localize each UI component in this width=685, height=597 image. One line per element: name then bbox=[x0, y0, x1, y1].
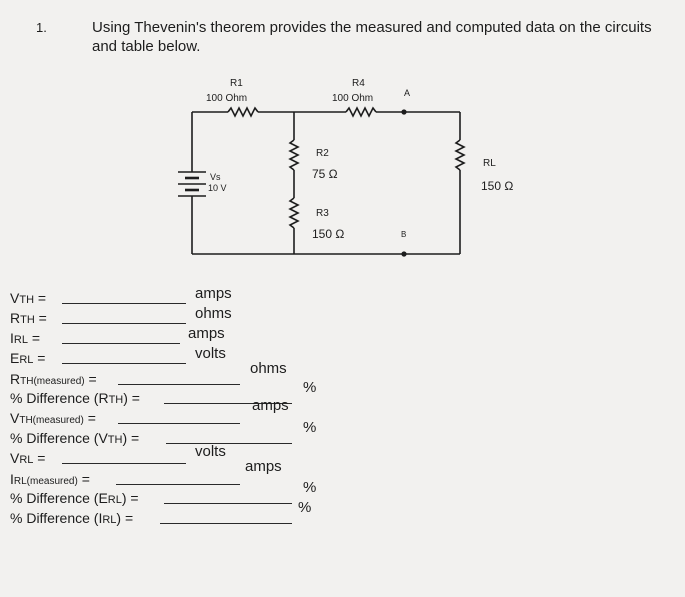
answer-blank[interactable] bbox=[118, 384, 240, 385]
vs-value: 10 V bbox=[208, 183, 227, 193]
question-text: Using Thevenin's theorem provides the me… bbox=[92, 19, 652, 55]
field-label: VTH(measured) = bbox=[10, 410, 96, 426]
node-a-label: A bbox=[404, 88, 410, 98]
circuit-diagram: R1 100 Ohm R4 100 Ohm A R2 75 Ω R3 150 Ω… bbox=[178, 78, 513, 257]
answer-blank[interactable] bbox=[118, 423, 240, 424]
r3-label: R3 bbox=[316, 208, 329, 219]
r2-value: 75 Ω bbox=[312, 167, 338, 181]
field-label: RTH(measured) = bbox=[10, 371, 97, 387]
field-label: VRL = bbox=[10, 450, 46, 466]
r4-symbol bbox=[345, 106, 377, 118]
field-unit: volts bbox=[195, 443, 226, 460]
r3-symbol bbox=[288, 197, 300, 229]
r1-label: R1 bbox=[230, 78, 243, 89]
vs-label: Vs bbox=[210, 172, 221, 182]
answer-blank[interactable] bbox=[164, 403, 292, 404]
field-label: ERL = bbox=[10, 350, 46, 366]
r2-label: R2 bbox=[316, 148, 329, 159]
field-unit: amps bbox=[245, 458, 282, 475]
field-unit: ohms bbox=[195, 305, 232, 322]
answer-blank[interactable] bbox=[62, 343, 180, 344]
field-label: RTH = bbox=[10, 310, 47, 326]
r2-symbol bbox=[288, 139, 300, 171]
field-unit: % bbox=[303, 479, 317, 496]
field-label: % Difference (ERL) = bbox=[10, 490, 139, 506]
rl-symbol bbox=[454, 139, 466, 171]
rl-value: 150 Ω bbox=[481, 179, 513, 193]
answer-blank[interactable] bbox=[160, 523, 292, 524]
node-b-dot bbox=[401, 251, 407, 257]
answer-blank[interactable] bbox=[62, 303, 186, 304]
node-a-dot bbox=[401, 109, 407, 115]
answer-blank[interactable] bbox=[62, 463, 186, 464]
field-unit: volts bbox=[195, 345, 226, 362]
field-label: % Difference (VTH) = bbox=[10, 430, 140, 446]
field-unit: % bbox=[303, 379, 317, 396]
answer-blank[interactable] bbox=[164, 503, 292, 504]
field-unit: % bbox=[298, 499, 312, 516]
field-label: % Difference (RTH) = bbox=[10, 390, 140, 406]
answer-blank[interactable] bbox=[62, 323, 186, 324]
battery-symbol bbox=[178, 171, 206, 197]
field-label: IRL = bbox=[10, 330, 41, 346]
node-b-label: B bbox=[401, 230, 406, 239]
field-label: % Difference (IRL) = bbox=[10, 510, 134, 526]
field-unit: amps bbox=[252, 397, 289, 414]
field-unit: amps bbox=[195, 285, 232, 302]
answer-blank[interactable] bbox=[116, 484, 240, 485]
answer-blank[interactable] bbox=[62, 363, 186, 364]
r1-value: 100 Ohm bbox=[206, 93, 247, 104]
field-label: IRL(measured) = bbox=[10, 471, 90, 487]
field-unit: amps bbox=[188, 325, 225, 342]
field-unit: ohms bbox=[250, 360, 287, 377]
question-number: 1. bbox=[36, 20, 47, 35]
r3-value: 150 Ω bbox=[312, 227, 344, 241]
answer-blank[interactable] bbox=[166, 443, 292, 444]
field-label: VTH = bbox=[10, 290, 47, 306]
r1-symbol bbox=[227, 106, 259, 118]
r4-label: R4 bbox=[352, 78, 365, 89]
field-unit: % bbox=[303, 419, 317, 436]
r4-value: 100 Ohm bbox=[332, 93, 373, 104]
rl-label: RL bbox=[483, 158, 496, 169]
